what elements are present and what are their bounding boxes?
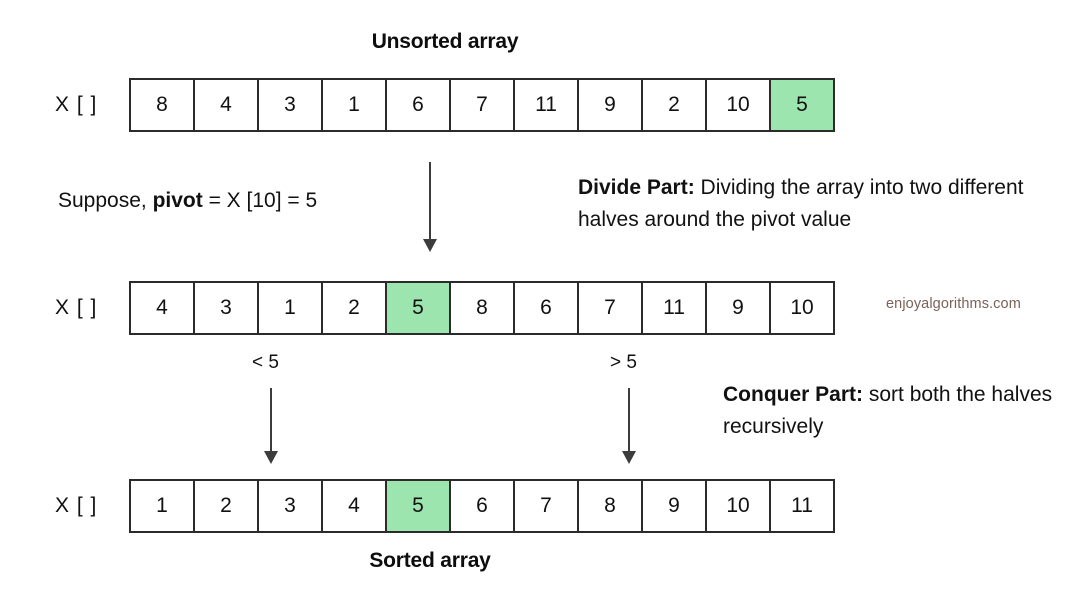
array-cell: 11 [771,479,835,533]
array-cell: 9 [707,281,771,335]
watermark: enjoyalgorithms.com [886,296,1021,312]
conquer-part-label: Conquer Part: [723,383,864,406]
array-cell: 11 [643,281,707,335]
array-cell: 1 [323,78,387,132]
array-label-unsorted: X [ ] [55,93,98,116]
pivot-note-bold: pivot [152,189,203,212]
pivot-note-suffix: = X [10] = 5 [202,189,318,212]
array-cell: 9 [579,78,643,132]
unsorted-array-title: Unsorted array [371,30,519,53]
array-cell: 4 [131,281,195,335]
array-cell: 9 [643,479,707,533]
sorted-array-cells: 1 2 3 4 5 6 7 8 9 10 11 [129,479,835,533]
array-cell: 2 [323,281,387,335]
partitioned-array-cells: 4 3 1 2 5 8 6 7 11 9 10 [129,281,835,335]
right-half-arrow-icon [617,388,641,464]
array-cell: 2 [195,479,259,533]
sorted-array-row: X [ ] 1 2 3 4 5 6 7 8 9 10 11 [55,479,835,533]
array-cell: 6 [387,78,451,132]
array-label-partitioned: X [ ] [55,296,98,319]
array-cell: 7 [451,78,515,132]
array-cell-pivot: 5 [387,281,451,335]
array-cell: 3 [195,281,259,335]
pivot-note-prefix: Suppose, [58,189,153,212]
divide-part-note: Divide Part: Dividing the array into two… [578,172,1048,236]
array-cell: 10 [707,78,771,132]
array-cell: 2 [643,78,707,132]
left-half-arrow-icon [259,388,283,464]
array-cell-pivot: 5 [387,479,451,533]
divide-part-text: Dividing the array into two different ha… [578,176,1024,231]
divide-part-label: Divide Part: [578,176,695,199]
greater-than-pivot-label: > 5 [610,352,637,373]
array-cell: 6 [515,281,579,335]
array-cell: 8 [579,479,643,533]
unsorted-array-row: X [ ] 8 4 3 1 6 7 11 9 2 10 5 [55,78,835,132]
array-cell: 7 [515,479,579,533]
array-cell: 1 [131,479,195,533]
array-cell: 3 [259,78,323,132]
array-cell: 8 [451,281,515,335]
array-cell: 11 [515,78,579,132]
array-cell: 4 [195,78,259,132]
sorted-array-title: Sorted array [369,549,491,572]
pivot-note: Suppose, pivot = X [10] = 5 [58,185,317,217]
unsorted-array-cells: 8 4 3 1 6 7 11 9 2 10 5 [129,78,835,132]
array-cell: 10 [707,479,771,533]
array-cell: 7 [579,281,643,335]
divide-arrow-icon [418,162,442,252]
array-cell: 4 [323,479,387,533]
array-cell: 10 [771,281,835,335]
array-cell: 1 [259,281,323,335]
less-than-pivot-label: < 5 [252,352,279,373]
conquer-part-note: Conquer Part: sort both the halves recur… [723,379,1053,443]
array-label-sorted: X [ ] [55,494,98,517]
conquer-part-text: sort both the halves recursively [723,383,1053,438]
array-cell: 3 [259,479,323,533]
array-cell-pivot: 5 [771,78,835,132]
partitioned-array-row: X [ ] 4 3 1 2 5 8 6 7 11 9 10 [55,281,835,335]
array-cell: 8 [131,78,195,132]
array-cell: 6 [451,479,515,533]
